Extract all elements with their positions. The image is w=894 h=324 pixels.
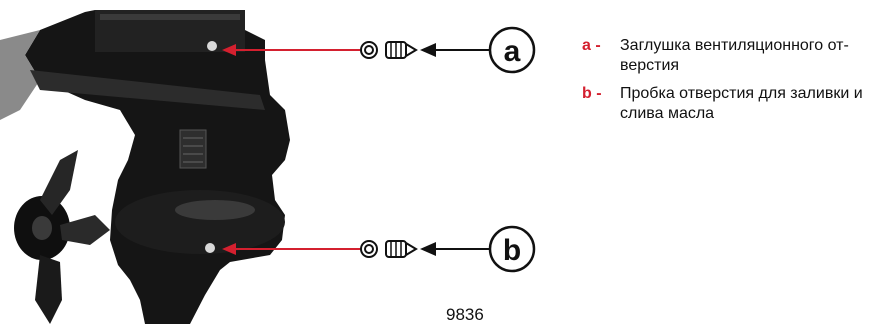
callout-a-label: a	[504, 35, 521, 68]
legend-text-b: Пробка отверстия для заливки и слива мас…	[620, 85, 863, 122]
screw-plug-icon	[385, 240, 418, 258]
legend: a - Заглушка вентиляционного от-верстия …	[582, 36, 882, 132]
screw-plug-icon	[385, 41, 418, 59]
gearcase-body	[0, 10, 290, 324]
callout-b-label: b	[503, 234, 521, 267]
callout-b-circle: b	[488, 225, 536, 273]
washer-icon	[360, 41, 378, 59]
washer-icon	[360, 240, 378, 258]
legend-key-a: a -	[582, 37, 601, 54]
legend-item-b: b - Пробка отверстия для заливки и слива…	[582, 84, 882, 124]
figure-number: 9836	[446, 305, 484, 324]
propeller	[14, 150, 110, 324]
callout-a-arrow	[222, 43, 495, 57]
legend-item-a: a - Заглушка вентиляционного от-верстия	[582, 36, 882, 76]
gearcase-figure: a b 9836	[0, 10, 536, 324]
legend-key-b: b -	[582, 85, 602, 102]
gearcase-illustration: a b 9836	[0, 10, 536, 324]
callout-b-arrow	[222, 242, 495, 256]
legend-text-a: Заглушка вентиляционного от-верстия	[620, 37, 849, 74]
callout-a-circle: a	[488, 26, 536, 74]
